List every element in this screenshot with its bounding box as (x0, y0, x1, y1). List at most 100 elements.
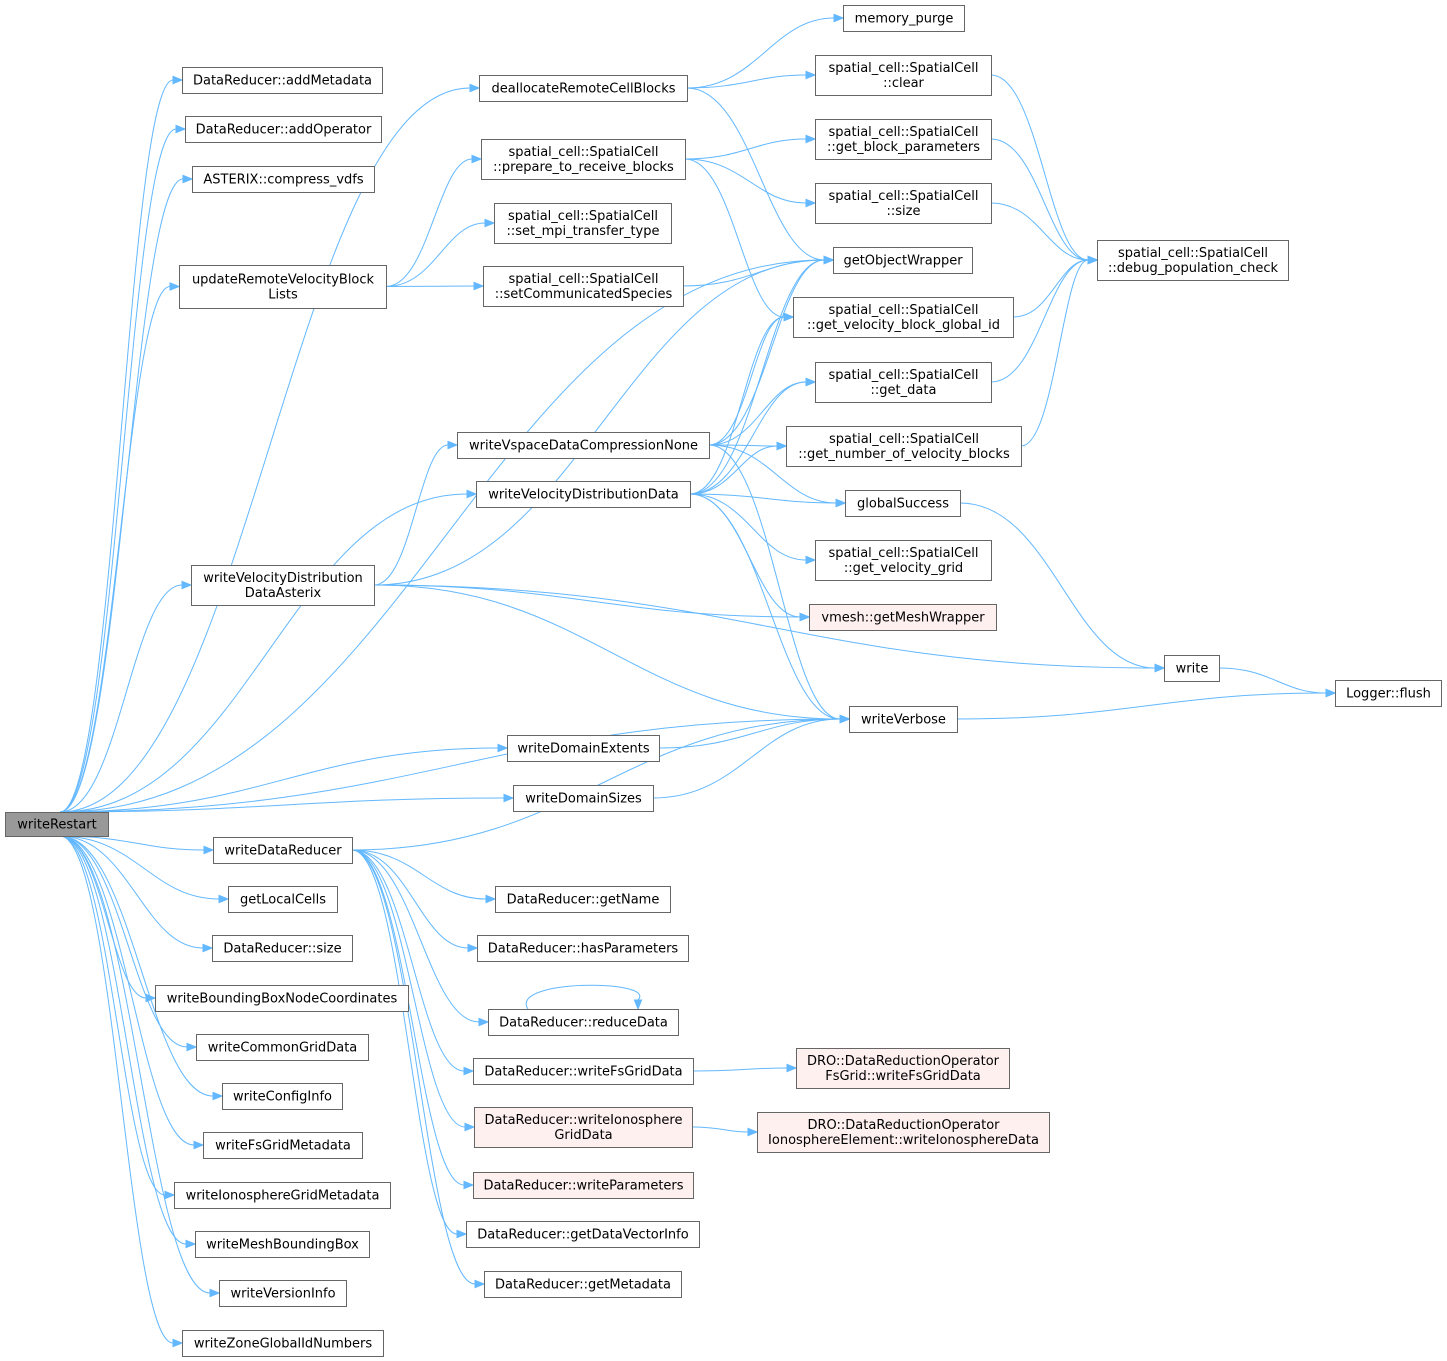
node-label: ASTERIX::compress_vdfs (203, 173, 363, 188)
node-addMetadata[interactable]: DataReducer::addMetadata (182, 67, 383, 94)
node-vmeshGetMW[interactable]: vmesh::getMeshWrapper (809, 604, 997, 631)
edge-line (689, 445, 778, 495)
edge-writeDataReducer-drGetName (351, 849, 497, 904)
node-drSize[interactable]: DataReducer::size (212, 935, 353, 962)
node-writeBBNC[interactable]: writeBoundingBoxNodeCoordinates (155, 985, 409, 1012)
node-box (155, 985, 409, 1012)
node-writeMeshBB[interactable]: writeMeshBoundingBox (195, 1231, 370, 1258)
node-drWriteParams[interactable]: DataReducer::writeParameters (473, 1172, 694, 1199)
node-write[interactable]: write (1164, 655, 1220, 682)
node-writeVersionInfo[interactable]: writeVersionInfo (219, 1280, 347, 1307)
edge-drReduceData-drReduceData (525, 984, 643, 1011)
node-drWriteFsGrid[interactable]: DataReducer::writeFsGridData (473, 1058, 694, 1085)
node-scGetVBGI[interactable]: spatial_cell::SpatialCell::get_velocity_… (793, 297, 1014, 338)
node-writeDataReducer[interactable]: writeDataReducer (213, 837, 353, 864)
edge-writeRestart-deallocRemote (59, 83, 481, 813)
edge-line (684, 138, 807, 160)
node-box (809, 604, 997, 631)
node-box (479, 75, 688, 102)
edge-updateRemote-prepareRecv (385, 154, 483, 287)
node-label: spatial_cell::SpatialCell (829, 432, 979, 447)
node-label: writeVelocityDistribution (203, 571, 363, 586)
node-scDebugPop[interactable]: spatial_cell::SpatialCell::debug_populat… (1097, 240, 1289, 281)
node-box (212, 935, 353, 962)
node-scGetBlockParams[interactable]: spatial_cell::SpatialCell::get_block_par… (815, 119, 992, 160)
node-writeZoneGIN[interactable]: writeZoneGlobalIdNumbers (182, 1330, 384, 1357)
node-drGetName[interactable]: DataReducer::getName (495, 886, 671, 913)
node-getLocalCells[interactable]: getLocalCells (228, 886, 338, 913)
edge-writeRestart-getObjectWrapper (59, 255, 835, 813)
edge-wvdData-scGetData (689, 377, 817, 495)
node-label: writeBoundingBoxNodeCoordinates (167, 992, 398, 1007)
node-wvsdcNone[interactable]: writeVspaceDataCompressionNone (457, 432, 710, 459)
edge-line (652, 718, 841, 799)
node-writeDomainSizes[interactable]: writeDomainSizes (513, 785, 654, 812)
node-label: spatial_cell::SpatialCell (829, 368, 979, 383)
node-box (757, 1112, 1050, 1153)
node-label: DataReducer::writeParameters (483, 1179, 683, 1194)
edge-line (525, 984, 641, 1010)
node-box (473, 1058, 694, 1085)
edge-writeDataReducer-drWriteIonoGrid (351, 849, 476, 1132)
node-getObjectWrapper[interactable]: getObjectWrapper (833, 247, 973, 274)
node-globalSuccess[interactable]: globalSuccess (845, 490, 961, 517)
edge-writeRestart-drSize (59, 835, 214, 953)
node-setCommSpecies[interactable]: spatial_cell::SpatialCell::setCommunicat… (483, 266, 684, 307)
node-drHasParams[interactable]: DataReducer::hasParameters (477, 935, 689, 962)
node-scGetData[interactable]: spatial_cell::SpatialCell::get_data (815, 362, 992, 403)
edge-writeDataReducer-writeVerbose (351, 714, 851, 851)
edge-arrowhead (466, 489, 478, 499)
node-label: spatial_cell::SpatialCell (829, 546, 979, 561)
node-droIono[interactable]: DRO::DataReductionOperatorIonosphereElem… (757, 1112, 1050, 1153)
edge-line (59, 835, 211, 1294)
node-writeDomainExtents[interactable]: writeDomainExtents (507, 735, 660, 762)
edge-drWriteIonoGrid-droIono (691, 1126, 759, 1137)
node-prepareRecv[interactable]: spatial_cell::SpatialCell::prepare_to_re… (481, 139, 686, 180)
edge-arrowhead (805, 198, 817, 208)
node-label: ::get_velocity_grid (844, 561, 963, 576)
node-deallocRemote[interactable]: deallocateRemoteCellBlocks (479, 75, 688, 102)
node-label: ::get_data (871, 383, 937, 398)
node-wvdData[interactable]: writeVelocityDistributionData (476, 481, 691, 508)
edge-wvdAsterix-wvsdcNone (373, 440, 459, 586)
node-box (843, 5, 965, 32)
node-setMpiTransfer[interactable]: spatial_cell::SpatialCell::set_mpi_trans… (494, 203, 672, 244)
node-loggerFlush[interactable]: Logger::flush (1335, 680, 1442, 707)
edge-line (658, 718, 841, 749)
node-scGetNumVB[interactable]: spatial_cell::SpatialCell::get_number_of… (786, 426, 1022, 467)
node-writeRestart[interactable]: writeRestart (5, 812, 109, 837)
edge-writeRestart-writeZoneGIN (59, 835, 184, 1348)
edge-writeRestart-writeFsGridMetadata (59, 835, 205, 1150)
node-writeCommonGridData[interactable]: writeCommonGridData (196, 1034, 369, 1061)
node-addOperator[interactable]: DataReducer::addOperator (185, 116, 382, 143)
node-box (833, 247, 973, 274)
edge-line (385, 285, 475, 287)
edge-line (1218, 667, 1327, 694)
node-scSize[interactable]: spatial_cell::SpatialCell::size (815, 183, 992, 224)
edge-writeDataReducer-drHasParams (351, 849, 479, 953)
edge-arrowhead (805, 377, 817, 387)
node-box (5, 812, 109, 837)
node-box (815, 183, 992, 224)
node-drGetDVI[interactable]: DataReducer::getDataVectorInfo (466, 1221, 700, 1248)
node-compress_vdfs[interactable]: ASTERIX::compress_vdfs (192, 166, 375, 193)
node-drGetMetadata[interactable]: DataReducer::getMetadata (484, 1271, 682, 1298)
node-scGetVGrid[interactable]: spatial_cell::SpatialCell::get_velocity_… (815, 540, 992, 581)
node-drReduceData[interactable]: DataReducer::reduceData (488, 1009, 679, 1036)
edge-line (990, 138, 1089, 261)
node-writeIonoGridMeta[interactable]: writeIonosphereGridMetadata (174, 1182, 391, 1209)
node-label: spatial_cell::SpatialCell (509, 272, 659, 287)
node-box (179, 265, 387, 309)
node-writeConfigInfo[interactable]: writeConfigInfo (222, 1083, 343, 1110)
node-writeFsGridMetadata[interactable]: writeFsGridMetadata (203, 1132, 363, 1159)
node-writeVerbose[interactable]: writeVerbose (849, 706, 958, 733)
node-droFsGrid[interactable]: DRO::DataReductionOperatorFsGrid::writeF… (796, 1048, 1010, 1089)
node-scClear[interactable]: spatial_cell::SpatialCell::clear (815, 55, 992, 96)
node-memoryPurge[interactable]: memory_purge (843, 5, 965, 32)
edge-line (689, 381, 807, 495)
edge-line (59, 128, 177, 813)
